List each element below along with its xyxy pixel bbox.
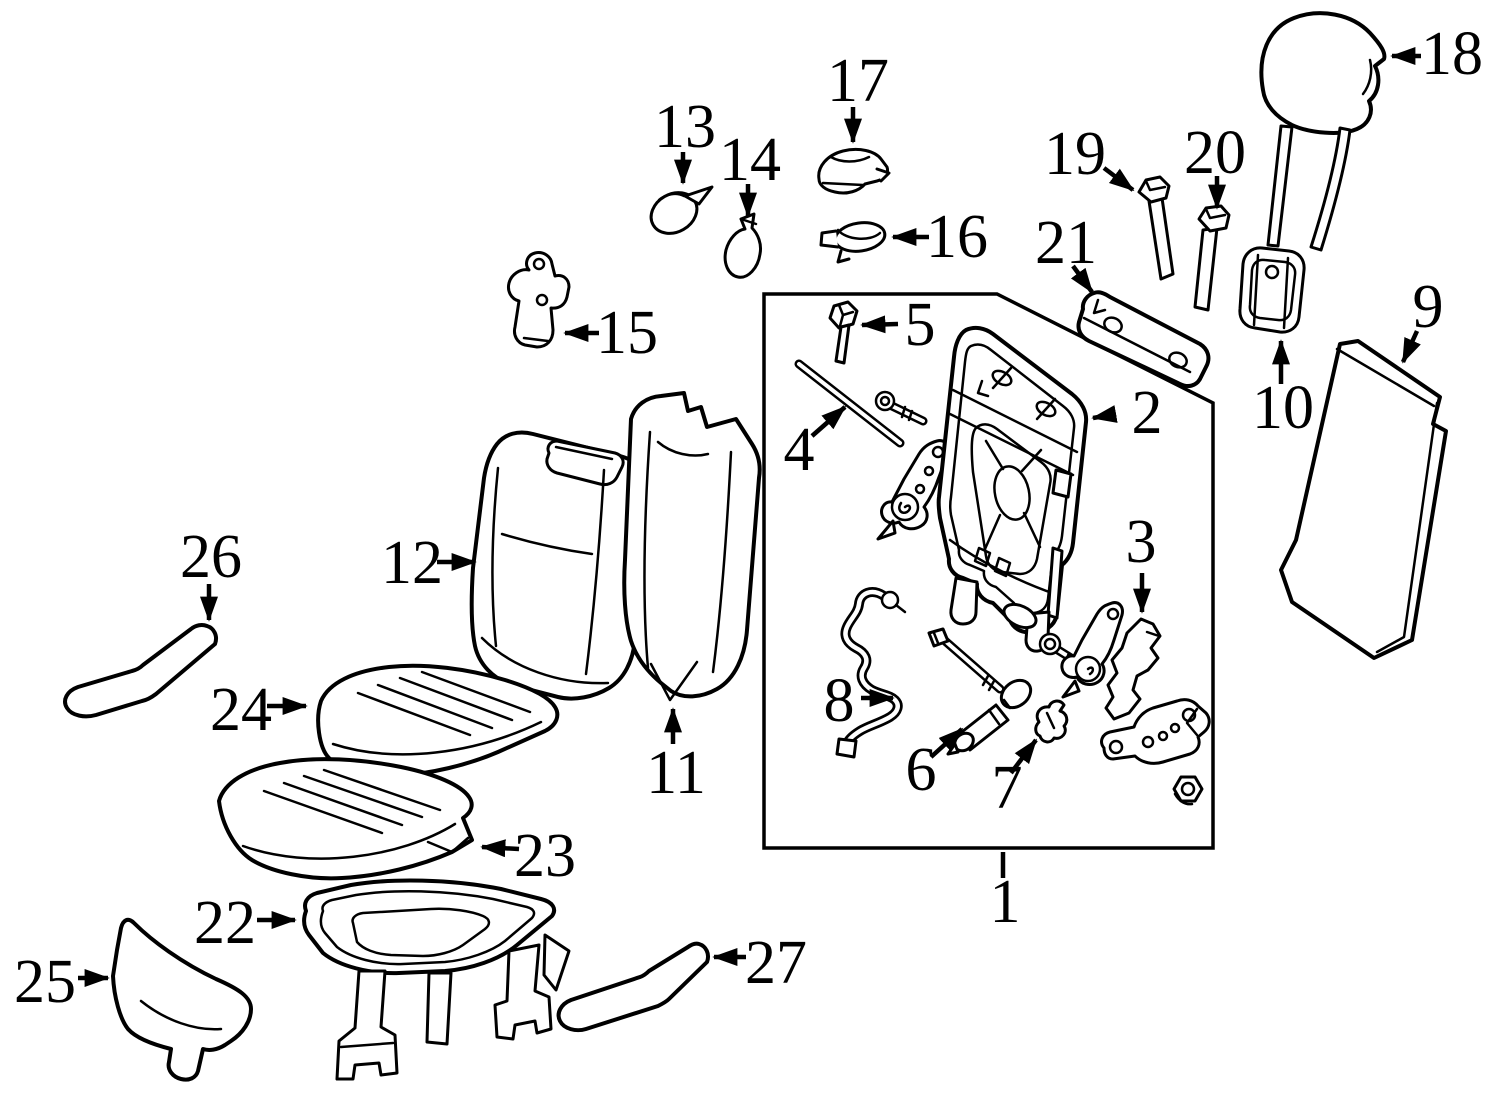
callout-21-label[interactable]: 21 <box>1035 209 1097 277</box>
callout-4-label[interactable]: 4 <box>784 416 815 484</box>
callout-27-label[interactable]: 27 <box>745 929 807 997</box>
belt-guide-part-10 <box>1238 246 1306 334</box>
callout-9-label[interactable]: 9 <box>1413 273 1444 341</box>
headrest-part-18 <box>1259 11 1387 252</box>
callout-3[interactable]: 3 <box>1126 508 1157 614</box>
callout-3-label[interactable]: 3 <box>1126 508 1157 576</box>
bracket-plate-part-21 <box>1076 290 1211 389</box>
callout-5-label[interactable]: 5 <box>905 291 936 359</box>
release-cable-part-8 <box>835 587 907 759</box>
callout-27[interactable]: 27 <box>712 929 807 997</box>
cover-cap-part-17 <box>817 147 891 195</box>
callout-2-label[interactable]: 2 <box>1132 379 1163 447</box>
callout-6[interactable]: 6 <box>906 727 964 804</box>
headrest-guide-part-19 <box>1137 175 1175 281</box>
highlighted-part-shape <box>63 623 218 719</box>
callout-13[interactable]: 13 <box>654 93 716 185</box>
callout-18[interactable]: 18 <box>1390 20 1483 88</box>
seat-back-pad-part-12 <box>469 430 652 701</box>
callout-20[interactable]: 20 <box>1184 119 1246 210</box>
callout-22-label[interactable]: 22 <box>194 889 256 957</box>
flange-bolt-upper <box>874 390 928 426</box>
cap-part-16 <box>819 221 887 264</box>
callout-7-label[interactable]: 7 <box>992 754 1023 822</box>
recliner-lever-right <box>1060 601 1124 699</box>
callout-1[interactable]: 1 <box>990 852 1021 936</box>
callout-1-label[interactable]: 1 <box>990 868 1021 936</box>
callout-12-label[interactable]: 12 <box>381 529 443 597</box>
callout-21[interactable]: 21 <box>1035 209 1097 294</box>
callout-20-label[interactable]: 20 <box>1184 119 1246 187</box>
callout-2[interactable]: 2 <box>1091 379 1163 447</box>
callout-10[interactable]: 10 <box>1252 339 1314 442</box>
callout-16[interactable]: 16 <box>891 203 988 271</box>
callout-7[interactable]: 7 <box>992 738 1038 822</box>
callout-6-label[interactable]: 6 <box>906 736 937 804</box>
torsion-rod-part-4 <box>794 359 905 448</box>
headrest-guide-part-20 <box>1193 204 1231 312</box>
callout-24[interactable]: 24 <box>210 676 308 744</box>
callout-12[interactable]: 12 <box>381 529 477 597</box>
callout-23-label[interactable]: 23 <box>514 822 576 890</box>
callout-5[interactable]: 5 <box>860 291 936 359</box>
callout-4[interactable]: 4 <box>784 405 847 484</box>
callout-14[interactable]: 14 <box>719 126 781 218</box>
trim-strip-part-26-highlighted <box>63 623 218 719</box>
long-bolt <box>927 627 1005 694</box>
clamp-part-7 <box>1034 699 1069 744</box>
bracket-part-15 <box>507 251 571 349</box>
hex-nut <box>1172 775 1204 806</box>
trim-strip-part-27 <box>556 941 710 1033</box>
callout-26[interactable]: 26 <box>180 523 242 622</box>
callout-17[interactable]: 17 <box>827 47 889 144</box>
side-trim-part-25 <box>111 917 253 1082</box>
callout-8[interactable]: 8 <box>824 667 895 735</box>
callout-11-label[interactable]: 11 <box>646 739 706 807</box>
recliner-lever-left <box>876 439 950 541</box>
bracket-part-3 <box>1104 617 1162 721</box>
callout-17-label[interactable]: 17 <box>827 47 889 115</box>
callout-19[interactable]: 19 <box>1044 120 1135 192</box>
cushion-pad-part-23 <box>217 757 474 881</box>
callout-22[interactable]: 22 <box>194 889 297 957</box>
callout-14-label[interactable]: 14 <box>719 126 781 194</box>
seat-back-frame-part-2 <box>936 325 1089 653</box>
callout-24-label[interactable]: 24 <box>210 676 272 744</box>
seat-back-cover-part-11 <box>622 391 762 702</box>
push-pin-part-5 <box>828 300 859 365</box>
callout-10-label[interactable]: 10 <box>1252 374 1314 442</box>
callout-25-label[interactable]: 25 <box>14 948 76 1016</box>
callout-15[interactable]: 15 <box>563 299 658 367</box>
callout-8-label[interactable]: 8 <box>824 667 855 735</box>
callout-23[interactable]: 23 <box>480 822 576 890</box>
callout-18-label[interactable]: 18 <box>1421 20 1483 88</box>
back-panel-part-9 <box>1279 339 1448 660</box>
callout-19-label[interactable]: 19 <box>1044 120 1106 188</box>
callout-9[interactable]: 9 <box>1400 273 1444 364</box>
callout-25[interactable]: 25 <box>14 948 110 1016</box>
callout-16-label[interactable]: 16 <box>926 203 988 271</box>
callout-13-label[interactable]: 13 <box>654 93 716 161</box>
callout-15-label[interactable]: 15 <box>596 299 658 367</box>
hinge-bracket <box>1100 698 1211 765</box>
seat-base-part-22 <box>302 878 571 1081</box>
grommet-part-14 <box>723 212 762 279</box>
callout-26-label[interactable]: 26 <box>180 523 242 591</box>
callout-11[interactable]: 11 <box>646 707 706 807</box>
grommet-part-13 <box>649 185 714 235</box>
